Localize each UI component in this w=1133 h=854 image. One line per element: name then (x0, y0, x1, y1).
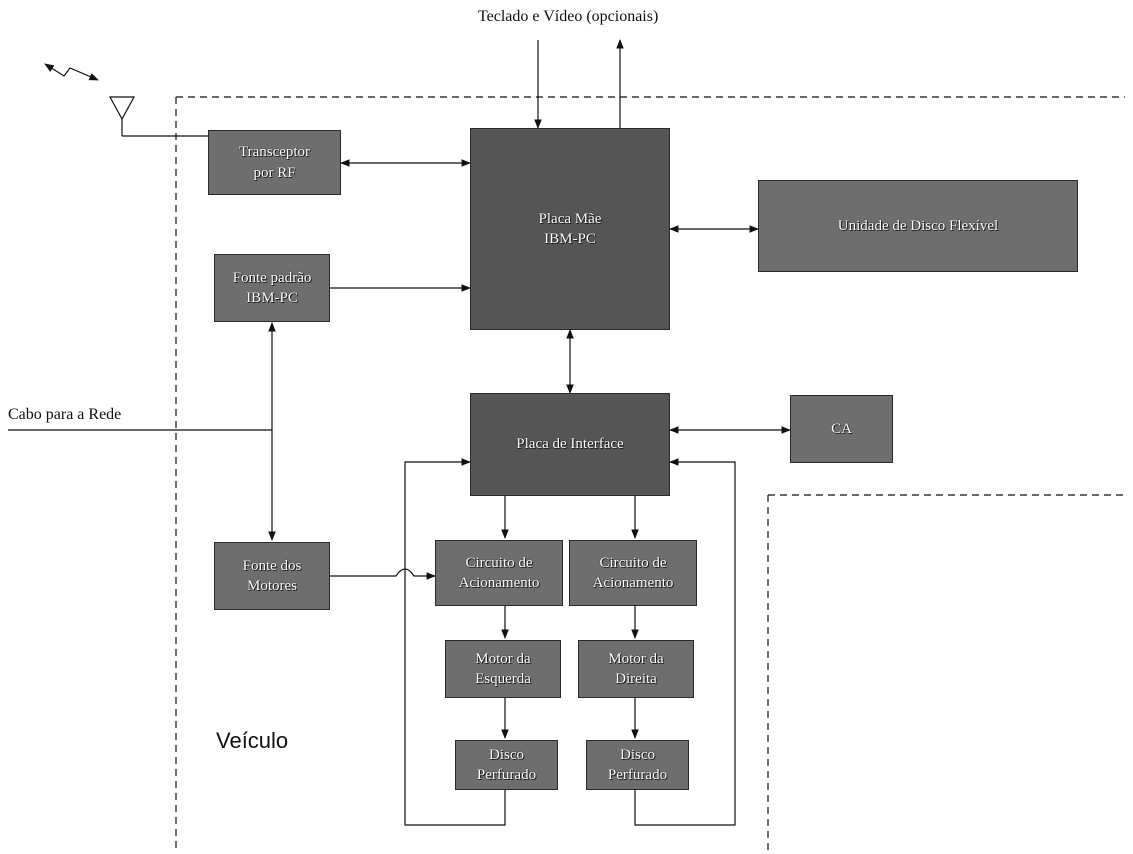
vehicle-boundary (175, 96, 1125, 850)
block-label: Transceptor (238, 144, 311, 161)
block-label: IBM-PC (246, 290, 298, 306)
block-label: Placa de Interface (516, 436, 624, 453)
block-label: CA (831, 420, 852, 437)
block-label: IBM-PC (544, 231, 596, 247)
power-supply-pc-block: Fonte padrão IBM-PC (214, 254, 330, 322)
motor-left-block: Motor da Esquerda (445, 640, 561, 698)
block-label: Motores (247, 578, 297, 594)
motor-psu-drive-link (330, 568, 436, 580)
disk-left-block: Disco Perfurado (455, 740, 558, 790)
drive-circuit-right-block: Circuito de Acionamento (569, 540, 697, 606)
disk-right-block: Disco Perfurado (586, 740, 689, 790)
block-label: Unidade de Disco Flexível (837, 217, 999, 234)
antenna-icon (108, 96, 136, 136)
block-label: Perfurado (476, 767, 537, 783)
block-label: Direita (615, 671, 657, 687)
vehicle-label: Veículo (216, 728, 289, 753)
interface-board-block: Placa de Interface (470, 393, 670, 496)
block-label: Fonte dos (242, 557, 302, 574)
block-label: Circuito de (599, 554, 667, 571)
feedback-right-loop (634, 458, 736, 826)
radio-signal-icon (44, 63, 99, 81)
ca-block: CA (790, 395, 893, 463)
drive-circuit-left-block: Circuito de Acionamento (435, 540, 563, 606)
block-label: Circuito de (465, 554, 533, 571)
transceiver-block: Transceptor por RF (208, 130, 341, 195)
block-label: Fonte padrão (232, 269, 312, 286)
block-label: Placa Mãe (538, 210, 602, 227)
network-cable-label: Cabo para a Rede (8, 406, 122, 423)
mother-board-block: Placa Mãe IBM-PC (470, 128, 670, 330)
block-label: por RF (253, 164, 296, 181)
block-label: Esquerda (475, 671, 531, 687)
block-label: Disco (489, 746, 524, 763)
block-label: Acionamento (592, 575, 674, 591)
feedback-left-loop (404, 458, 506, 826)
floppy-unit-block: Unidade de Disco Flexível (758, 180, 1078, 272)
top-input-label: Teclado e Vídeo (opcionais) (478, 8, 659, 25)
block-label: Perfurado (607, 767, 668, 783)
motor-right-block: Motor da Direita (578, 640, 694, 698)
motor-power-supply-block: Fonte dos Motores (214, 542, 330, 610)
block-label: Motor da (608, 650, 664, 667)
block-label: Disco (620, 746, 655, 763)
block-label: Motor da (475, 650, 531, 667)
block-label: Acionamento (458, 575, 540, 591)
